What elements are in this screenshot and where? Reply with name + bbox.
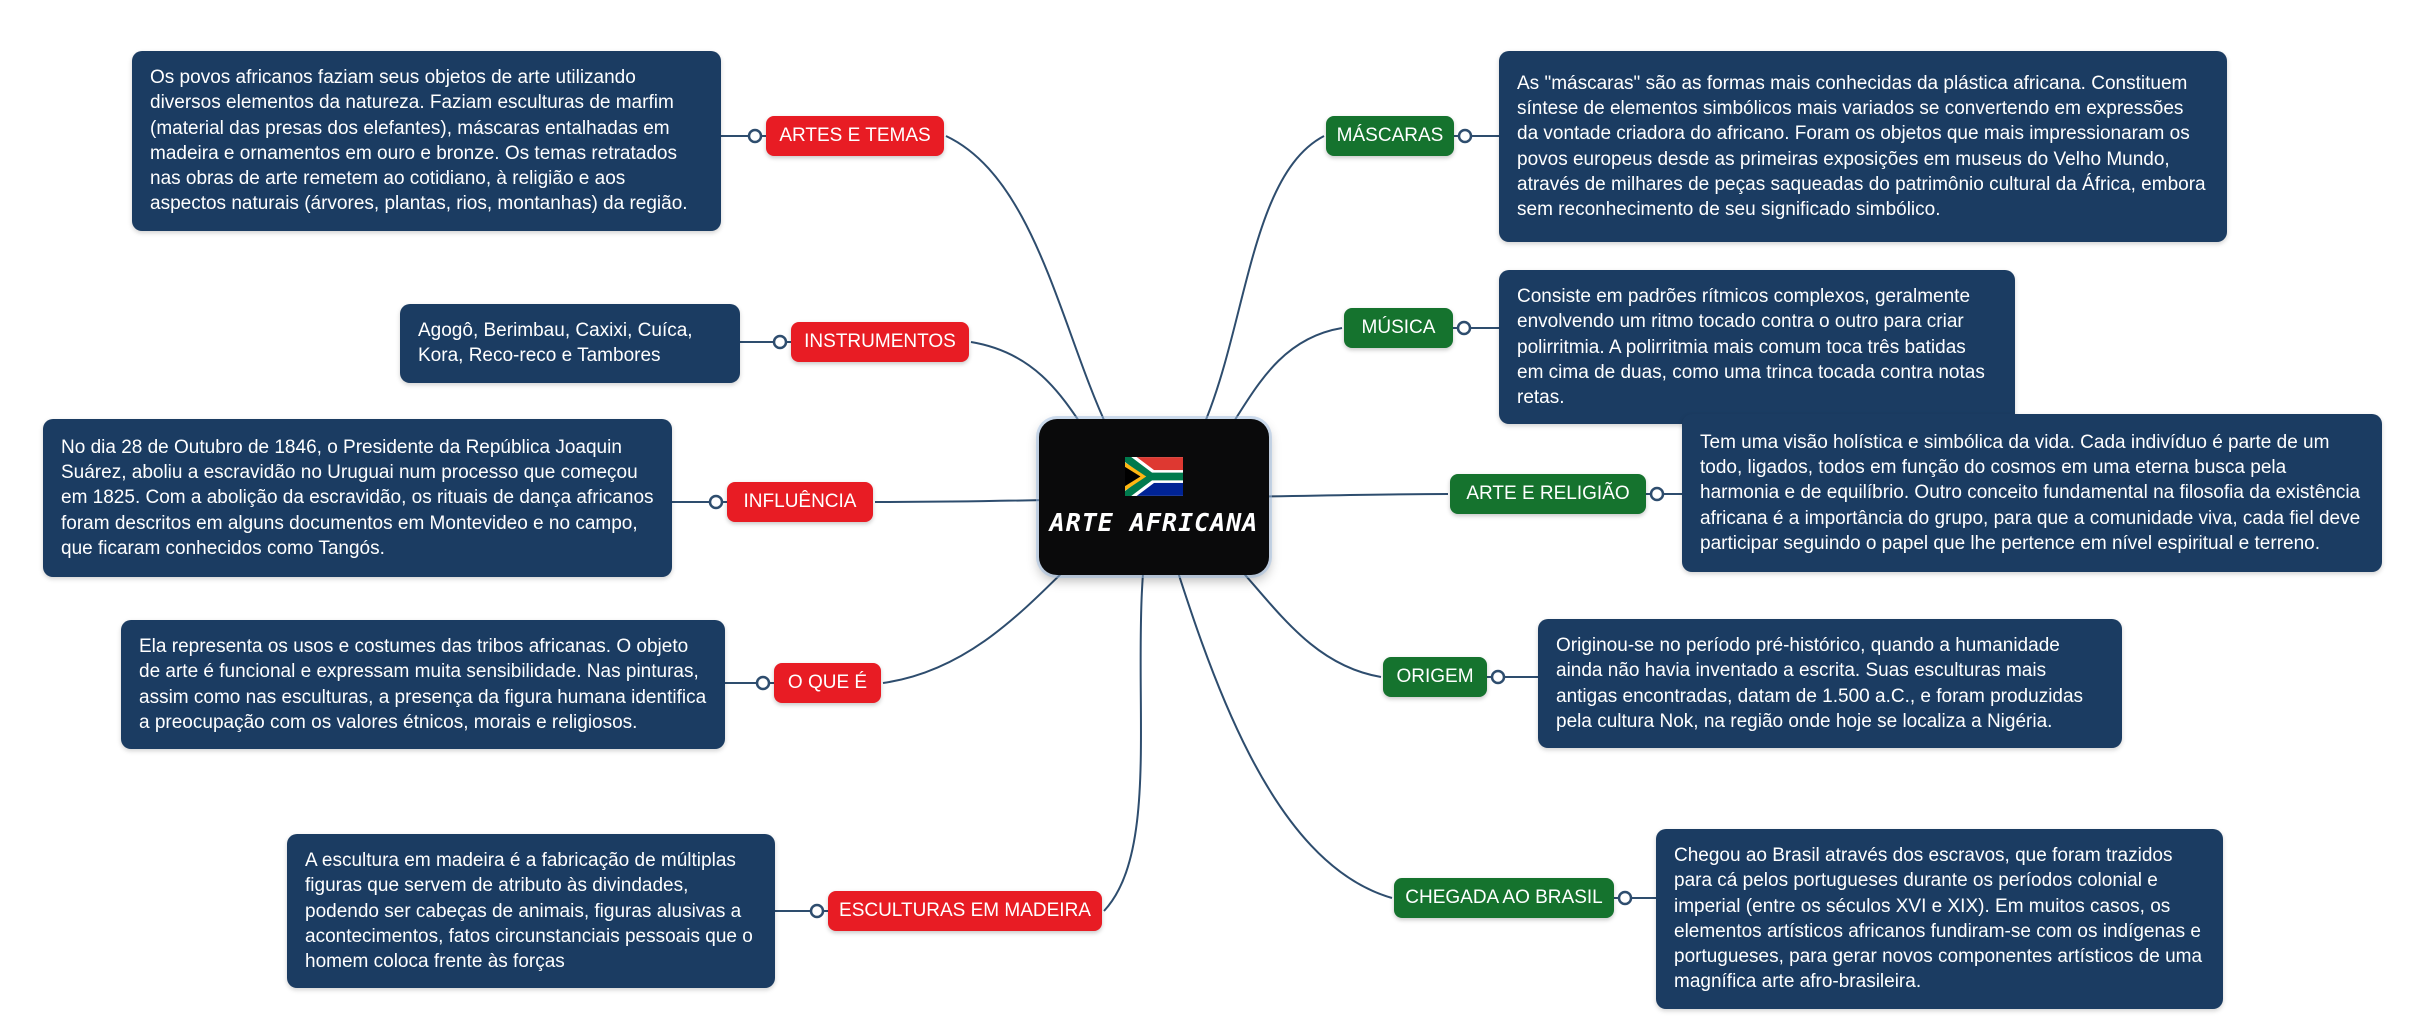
textbox-text: Originou-se no período pré-histórico, qu… — [1556, 635, 2084, 732]
textbox-influencia[interactable]: No dia 28 de Outubro de 1846, o Presiden… — [43, 419, 672, 577]
textbox-text: Chegou ao Brasil através dos escravos, q… — [1674, 845, 2203, 993]
textbox-esculturas-em-madeira[interactable]: A escultura em madeira é a fabricação de… — [287, 834, 775, 989]
label-chegada-ao-brasil[interactable]: CHEGADA AO BRASIL — [1394, 878, 1614, 918]
textbox-instrumentos[interactable]: Agogô, Berimbau, Caxixi, Cuíca, Kora, Re… — [400, 304, 740, 383]
connector-dot-chegada-ao-brasil[interactable] — [1617, 890, 1633, 906]
textbox-text: Os povos africanos faziam seus objetos d… — [150, 67, 688, 215]
label-esculturas-em-madeira[interactable]: ESCULTURAS EM MADEIRA — [828, 891, 1102, 931]
textbox-text: Agogô, Berimbau, Caxixi, Cuíca, Kora, Re… — [418, 320, 693, 367]
label-origem[interactable]: ORIGEM — [1383, 657, 1487, 697]
connector-dot-esculturas-em-madeira[interactable] — [809, 903, 825, 919]
textbox-text: A escultura em madeira é a fabricação de… — [305, 850, 753, 973]
label-artes-e-temas[interactable]: ARTES E TEMAS — [766, 116, 944, 156]
connector-dot-o-que-e[interactable] — [755, 675, 771, 691]
connector-dot-musica[interactable] — [1456, 320, 1472, 336]
label-o-que-e[interactable]: O QUE É — [774, 663, 881, 703]
label-mascaras[interactable]: MÁSCARAS — [1326, 116, 1454, 156]
connector-dot-instrumentos[interactable] — [772, 334, 788, 350]
connector-dot-influencia[interactable] — [708, 494, 724, 510]
label-influencia[interactable]: INFLUÊNCIA — [727, 482, 873, 522]
textbox-text: Tem uma visão holística e simbólica da v… — [1700, 431, 2361, 554]
center-title: ARTE AFRICANA — [1049, 508, 1259, 537]
connector-dot-origem[interactable] — [1490, 669, 1506, 685]
textbox-artes-e-temas[interactable]: Os povos africanos faziam seus objetos d… — [132, 51, 721, 231]
textbox-text: Consiste em padrões rítmicos complexos, … — [1517, 286, 1985, 409]
center-node[interactable]: ARTE AFRICANA — [1039, 419, 1269, 575]
textbox-musica[interactable]: Consiste em padrões rítmicos complexos, … — [1499, 270, 2015, 425]
label-musica[interactable]: MÚSICA — [1344, 308, 1453, 348]
textbox-chegada-ao-brasil[interactable]: Chegou ao Brasil através dos escravos, q… — [1656, 829, 2223, 1009]
textbox-text: Ela representa os usos e costumes das tr… — [139, 636, 707, 733]
label-instrumentos[interactable]: INSTRUMENTOS — [791, 322, 969, 362]
textbox-mascaras[interactable]: As "máscaras" são as formas mais conheci… — [1499, 51, 2227, 242]
connector-dot-artes-e-temas[interactable] — [747, 128, 763, 144]
textbox-o-que-e[interactable]: Ela representa os usos e costumes das tr… — [121, 620, 725, 750]
connector-dot-arte-e-religiao[interactable] — [1649, 486, 1665, 502]
south-africa-flag-icon — [1125, 457, 1183, 496]
connector-dot-mascaras[interactable] — [1457, 128, 1473, 144]
textbox-origem[interactable]: Originou-se no período pré-histórico, qu… — [1538, 619, 2122, 749]
textbox-text: No dia 28 de Outubro de 1846, o Presiden… — [61, 436, 654, 559]
textbox-arte-e-religiao[interactable]: Tem uma visão holística e simbólica da v… — [1682, 414, 2382, 572]
textbox-text: As "máscaras" são as formas mais conheci… — [1517, 72, 2206, 221]
label-arte-e-religiao[interactable]: ARTE E RELIGIÃO — [1450, 474, 1646, 514]
